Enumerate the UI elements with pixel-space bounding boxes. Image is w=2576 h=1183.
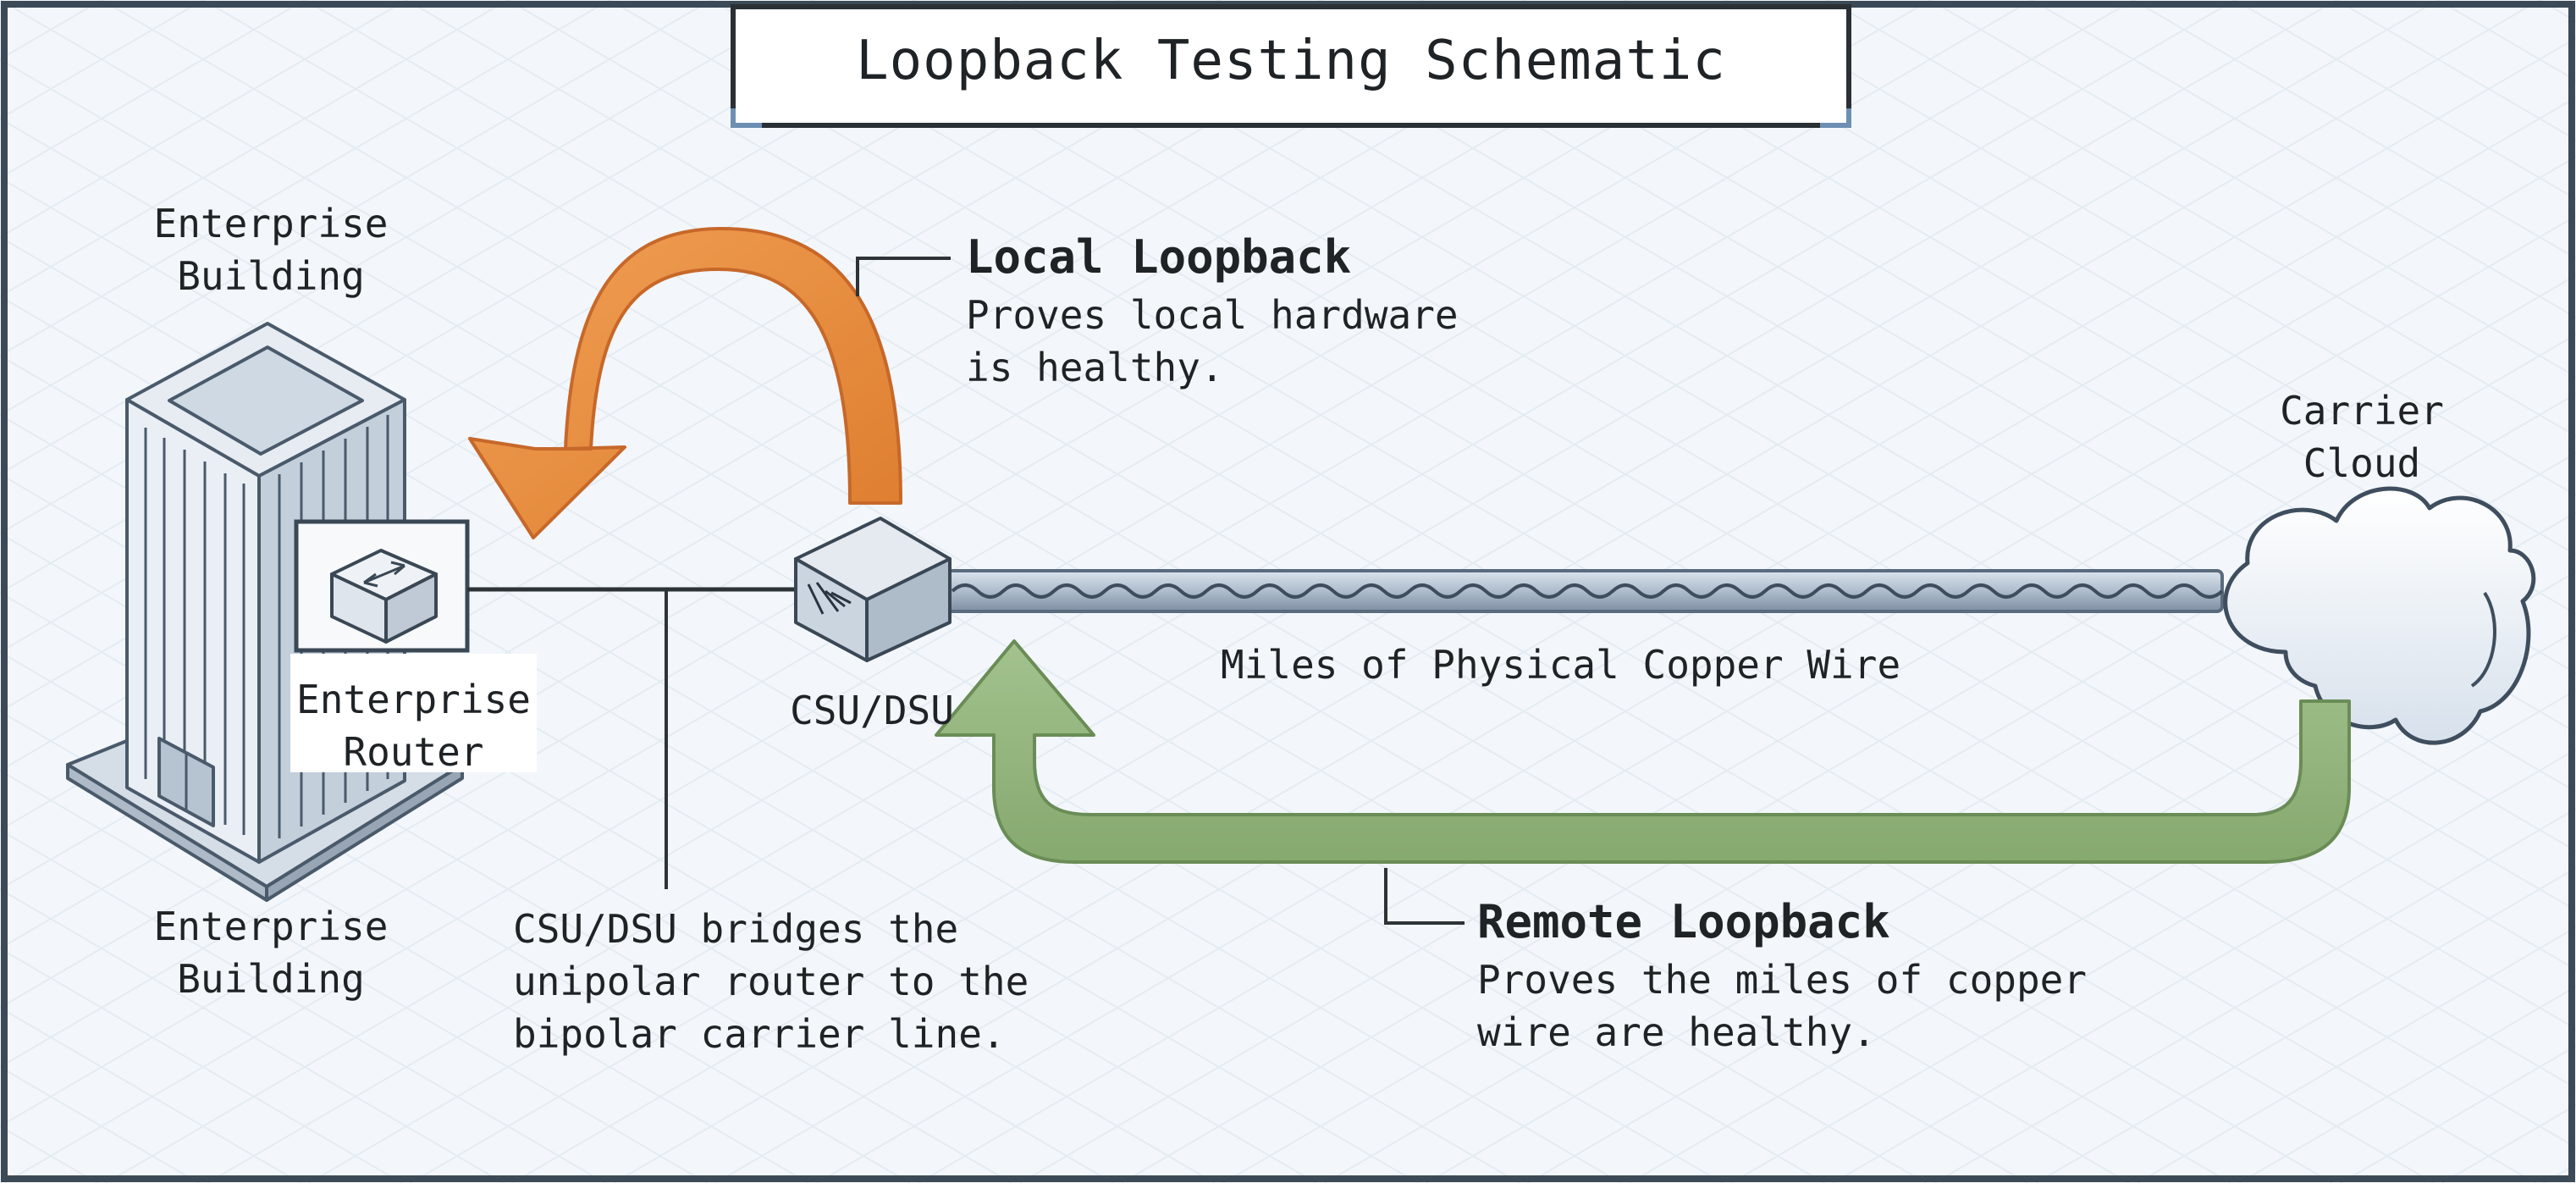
curved-arrow-icon	[468, 226, 902, 539]
building-label-top: Enterprise Building	[153, 201, 389, 299]
copper-wire-label: Miles of Physical Copper Wire	[1221, 642, 1901, 688]
remote-loopback-heading: Remote Loopback	[1477, 895, 1890, 948]
local-loopback-description: Proves local hardware is healthy.	[966, 292, 1459, 390]
cloud-icon	[2223, 486, 2536, 745]
local-loopback-arrow	[468, 226, 902, 539]
remote-callout-line	[1384, 868, 1465, 925]
csu-dsu-label: CSU/DSU	[790, 688, 954, 733]
building-label-bottom: Enterprise Building	[153, 904, 389, 1002]
carrier-cloud-label: Carrier Cloud	[2280, 388, 2444, 486]
copper-cable	[942, 569, 2224, 613]
csu-dsu-box-icon	[794, 517, 952, 662]
remote-loopback-arrow	[935, 639, 2351, 864]
local-callout-line	[856, 257, 951, 296]
page-title: Loopback Testing Schematic	[856, 30, 1726, 92]
copper-wire-wave	[951, 583, 2224, 599]
router-label: Enterprise Router	[296, 677, 531, 775]
remote-loopback-description: Proves the miles of copper wire are heal…	[1477, 957, 2088, 1055]
title-box	[731, 4, 1851, 128]
router-icon	[330, 549, 438, 644]
router-label-panel	[290, 654, 537, 772]
local-loopback-heading: Local Loopback	[966, 230, 1352, 284]
u-turn-arrow-icon	[935, 639, 2351, 864]
bridge-note: CSU/DSU bridges the unipolar router to t…	[513, 906, 1029, 1057]
